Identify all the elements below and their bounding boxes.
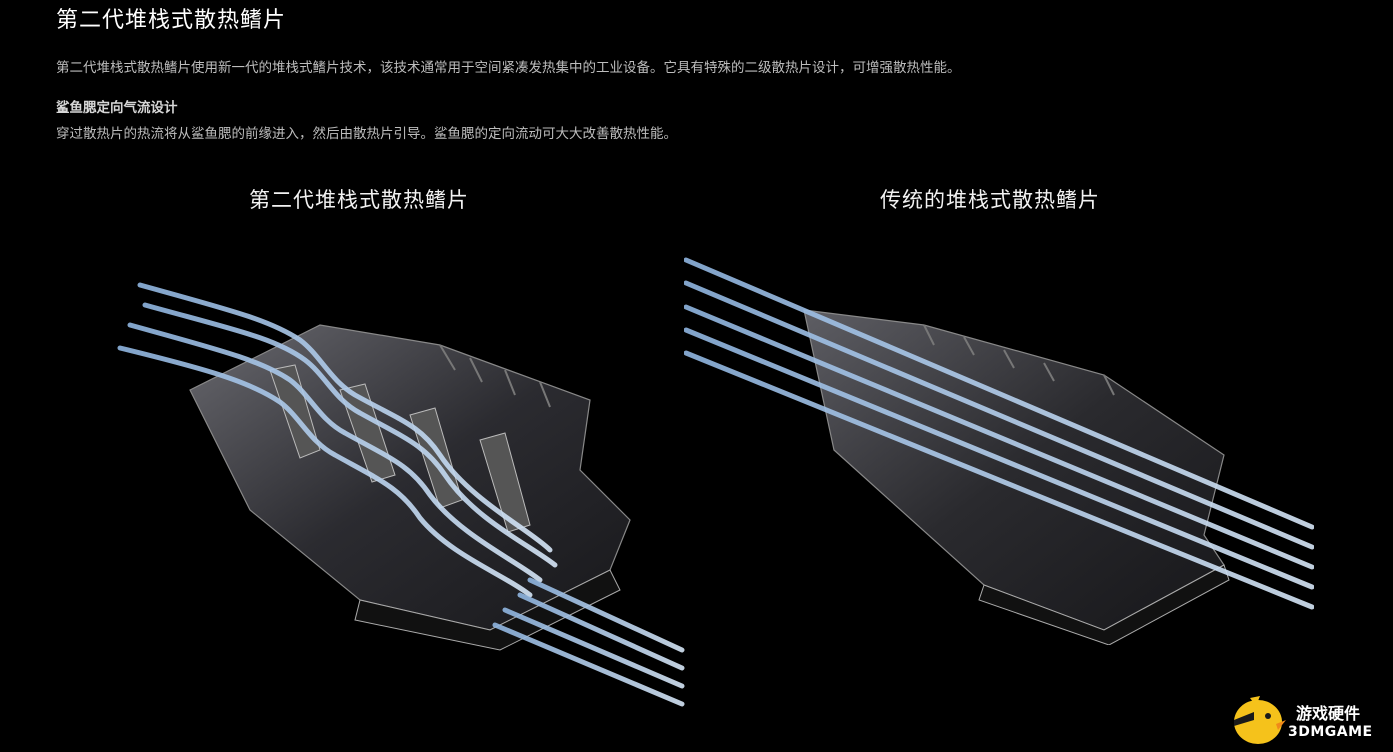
airflow-lines	[684, 257, 1314, 610]
intro-description: 第二代堆栈式散热鳍片使用新一代的堆栈式鳍片技术，该技术通常用于空间紧凑发热集中的…	[56, 60, 961, 76]
chick-mascot-icon	[1234, 696, 1286, 744]
fin-body	[803, 309, 1230, 645]
watermark-en: 3DMGAME	[1288, 724, 1373, 740]
section-description: 穿过散热片的热流将从鲨鱼腮的前缘进入，然后由散热片引导。鲨鱼腮的定向流动可大大改…	[56, 126, 677, 142]
airflow-exit-lines	[492, 577, 685, 707]
stacked-fin-traditional-illustration	[684, 257, 1314, 645]
airflow-lines	[117, 282, 558, 598]
watermark-logo: 游戏硬件 3DMGAME	[1228, 690, 1388, 748]
page-title: 第二代堆栈式散热鳍片	[56, 8, 287, 33]
stacked-fin-gen2-illustration	[117, 282, 685, 707]
left-panel-title: 第二代堆栈式散热鳍片	[249, 188, 469, 212]
section-heading: 鲨鱼腮定向气流设计	[56, 100, 178, 116]
right-panel-title: 传统的堆栈式散热鳍片	[880, 188, 1100, 212]
fin-body	[189, 324, 631, 651]
watermark-cn: 游戏硬件	[1296, 704, 1361, 723]
